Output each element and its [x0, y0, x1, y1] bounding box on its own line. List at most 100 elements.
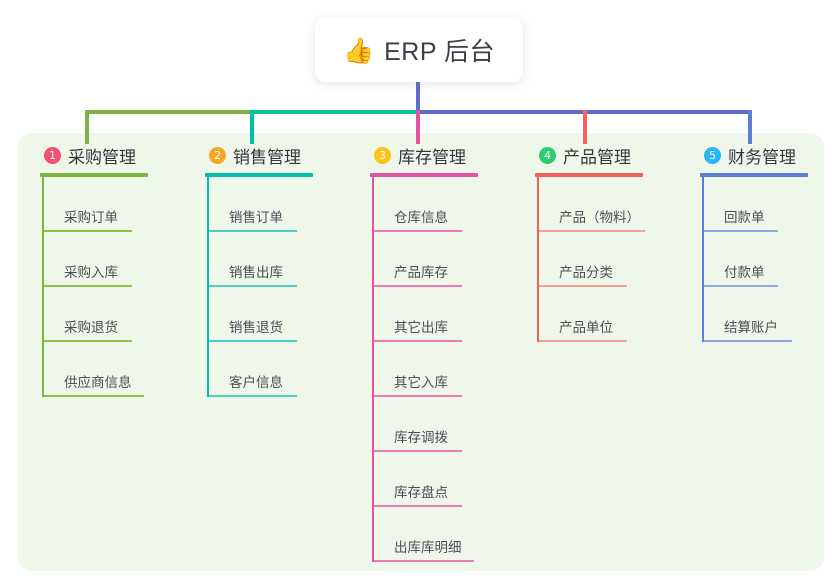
column-product-management: 4 产品管理 产品（物料） 产品分类 产品单位 [535, 142, 695, 342]
list-item-label: 仓库信息 [394, 210, 448, 225]
list-item[interactable]: 销售出库 [207, 232, 355, 287]
column-items-5: 回款单 付款单 结算账户 [700, 177, 839, 342]
list-item-label: 产品单位 [559, 320, 613, 335]
list-item[interactable]: 回款单 [702, 177, 839, 232]
list-item-label: 产品（物料） [559, 210, 640, 225]
diagram-background-panel [18, 133, 824, 571]
column-items-4: 产品（物料） 产品分类 产品单位 [535, 177, 695, 342]
list-item[interactable]: 其它入库 [372, 342, 530, 397]
column-sales-management: 2 销售管理 销售订单 销售出库 销售退货 客户信息 [205, 142, 355, 397]
column-header-2[interactable]: 2 销售管理 [205, 142, 355, 168]
list-item-rule [539, 230, 645, 232]
branch-drop-column-2 [250, 110, 254, 144]
list-item-label: 产品库存 [394, 265, 448, 280]
list-item-label: 采购入库 [64, 265, 118, 280]
list-item-rule [44, 340, 132, 342]
branch-drop-column-3 [416, 110, 420, 144]
column-spine-2 [207, 177, 209, 397]
list-item-rule [374, 230, 462, 232]
root-node-title: ERP 后台 [384, 38, 496, 66]
column-title-3: 库存管理 [398, 147, 466, 167]
list-item[interactable]: 仓库信息 [372, 177, 530, 232]
column-badge-5: 5 [704, 146, 721, 164]
list-item-rule [704, 285, 778, 287]
list-item[interactable]: 产品单位 [537, 287, 695, 342]
column-title-2: 销售管理 [233, 147, 301, 167]
column-header-1[interactable]: 1 采购管理 [40, 142, 190, 168]
column-purchase-management: 1 采购管理 采购订单 采购入库 采购退货 供应商信息 [40, 142, 190, 397]
column-spine-5 [702, 177, 704, 342]
list-item-rule [704, 340, 792, 342]
column-title-5: 财务管理 [728, 147, 796, 167]
thumbs-up-icon: 👍 [342, 35, 375, 65]
list-item[interactable]: 客户信息 [207, 342, 355, 397]
column-inventory-management: 3 库存管理 仓库信息 产品库存 其它出库 其它入库 库存调拨 [370, 142, 530, 562]
root-node-erp-backend[interactable]: 👍 ERP 后台 [315, 18, 523, 82]
list-item[interactable]: 出库库明细 [372, 507, 530, 562]
list-item[interactable]: 库存盘点 [372, 452, 530, 507]
column-badge-3: 3 [374, 146, 391, 164]
trunk-segment-teal [250, 110, 418, 114]
list-item[interactable]: 产品（物料） [537, 177, 695, 232]
list-item-label: 库存调拨 [394, 430, 448, 445]
list-item-label: 销售出库 [229, 265, 283, 280]
list-item-rule [374, 340, 462, 342]
column-header-4[interactable]: 4 产品管理 [535, 142, 695, 168]
list-item[interactable]: 库存调拨 [372, 397, 530, 452]
list-item-label: 销售退货 [229, 320, 283, 335]
list-item-label: 付款单 [724, 265, 765, 280]
list-item[interactable]: 销售订单 [207, 177, 355, 232]
column-header-5[interactable]: 5 财务管理 [700, 142, 839, 168]
column-rule-2 [205, 173, 313, 177]
list-item-label: 客户信息 [229, 375, 283, 390]
column-finance-management: 5 财务管理 回款单 付款单 结算账户 [700, 142, 839, 342]
list-item-rule [374, 560, 474, 562]
column-spine-1 [42, 177, 44, 397]
list-item[interactable]: 供应商信息 [42, 342, 190, 397]
list-item-rule [209, 230, 297, 232]
root-connector-vertical [416, 82, 420, 111]
column-rule-3 [370, 173, 478, 177]
list-item[interactable]: 采购退货 [42, 287, 190, 342]
list-item-rule [539, 340, 627, 342]
column-header-3[interactable]: 3 库存管理 [370, 142, 530, 168]
trunk-segment-green [85, 110, 252, 114]
list-item[interactable]: 销售退货 [207, 287, 355, 342]
column-rule-1 [40, 173, 148, 177]
list-item[interactable]: 结算账户 [702, 287, 839, 342]
branch-drop-column-1 [85, 110, 89, 144]
list-item-rule [44, 395, 144, 397]
list-item-label: 结算账户 [724, 320, 778, 335]
list-item[interactable]: 付款单 [702, 232, 839, 287]
list-item-rule [704, 230, 778, 232]
column-badge-4: 4 [539, 146, 556, 164]
list-item[interactable]: 其它出库 [372, 287, 530, 342]
list-item[interactable]: 产品库存 [372, 232, 530, 287]
list-item-rule [209, 340, 297, 342]
list-item-label: 采购订单 [64, 210, 118, 225]
column-spine-4 [537, 177, 539, 342]
column-rule-4 [535, 173, 643, 177]
branch-drop-column-4 [583, 110, 587, 144]
list-item-rule [209, 285, 297, 287]
list-item-label: 其它入库 [394, 375, 448, 390]
column-items-3: 仓库信息 产品库存 其它出库 其它入库 库存调拨 库存盘点 [370, 177, 530, 562]
list-item-rule [374, 285, 462, 287]
list-item-label: 库存盘点 [394, 485, 448, 500]
list-item[interactable]: 产品分类 [537, 232, 695, 287]
list-item-label: 销售订单 [229, 210, 283, 225]
list-item[interactable]: 采购订单 [42, 177, 190, 232]
list-item-rule [539, 285, 627, 287]
list-item[interactable]: 采购入库 [42, 232, 190, 287]
column-title-1: 采购管理 [68, 147, 136, 167]
list-item-label: 产品分类 [559, 265, 613, 280]
list-item-rule [374, 395, 462, 397]
list-item-rule [374, 450, 462, 452]
column-spine-3 [372, 177, 374, 562]
column-badge-1: 1 [44, 146, 61, 164]
column-items-1: 采购订单 采购入库 采购退货 供应商信息 [40, 177, 190, 397]
list-item-rule [209, 395, 297, 397]
list-item-rule [44, 285, 132, 287]
column-badge-2: 2 [209, 146, 226, 164]
